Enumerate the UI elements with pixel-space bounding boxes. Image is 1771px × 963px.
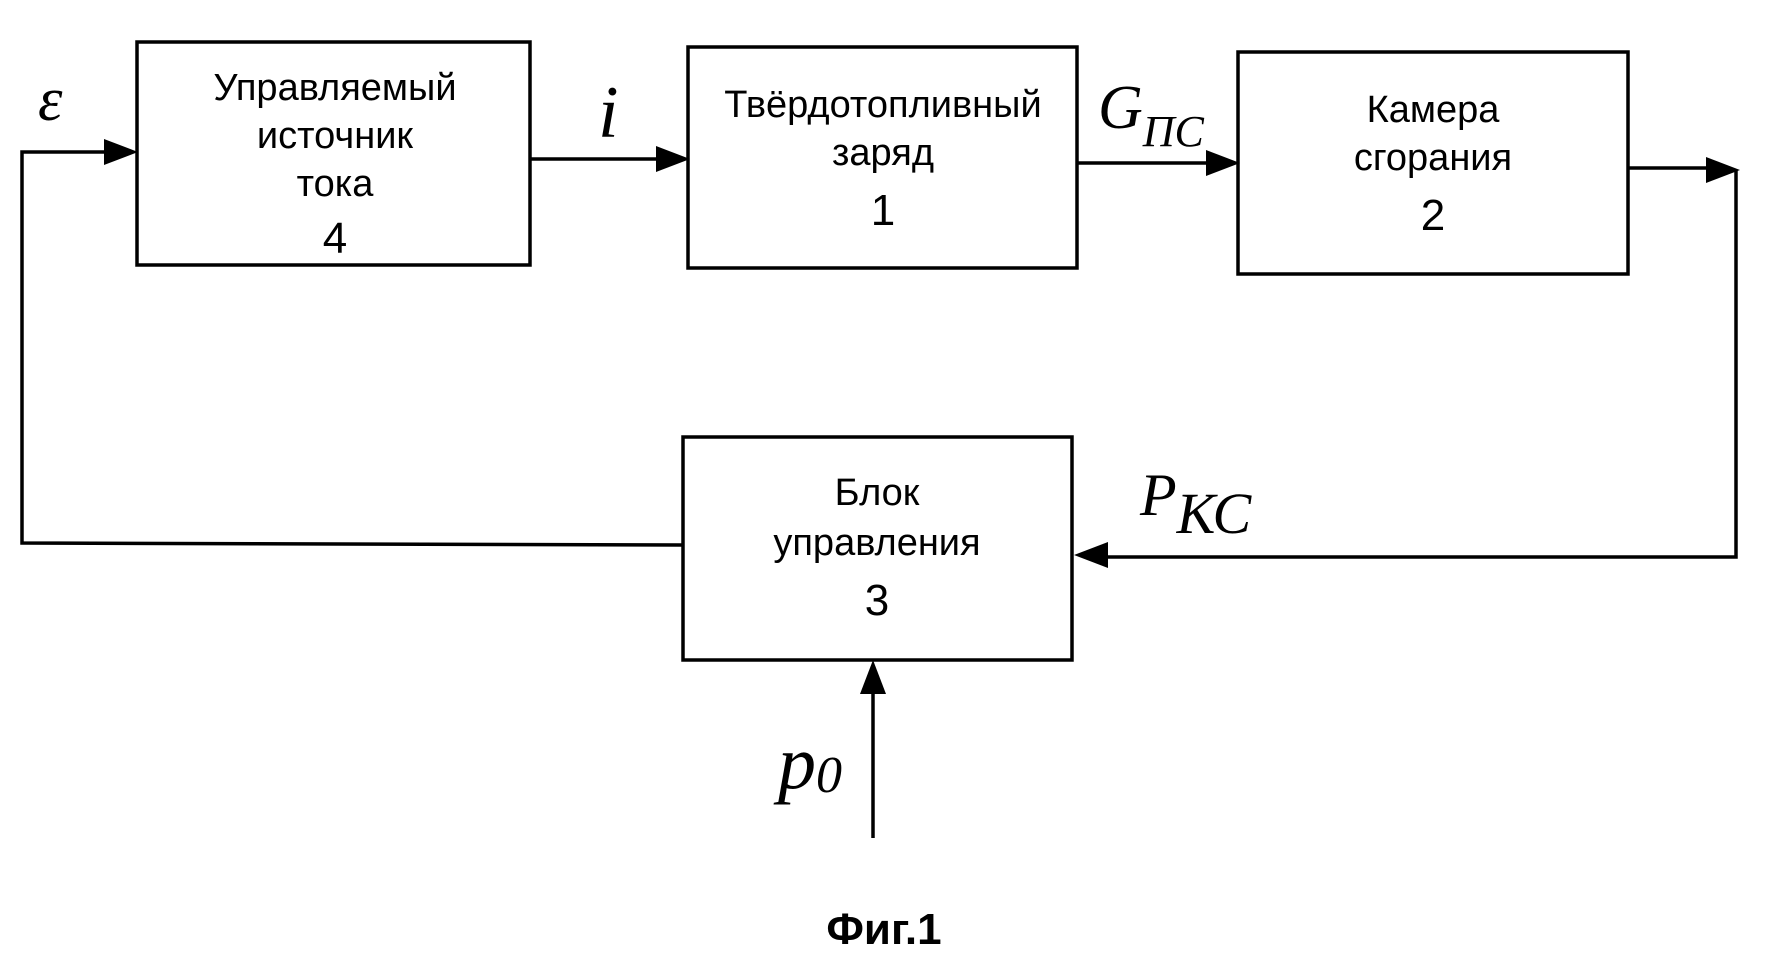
- block-combustion-chamber-number: 2: [1421, 191, 1445, 240]
- arrowhead-setpoint: [860, 660, 886, 694]
- block-control-unit-label-2: управления: [773, 522, 980, 564]
- block-control-unit-number: 3: [865, 576, 889, 625]
- signal-setpoint-main: p: [773, 721, 816, 805]
- block-solid-fuel-charge-label-1: Твёрдотопливный: [724, 84, 1041, 126]
- block-combustion-chamber-label-2: сгорания: [1354, 137, 1512, 179]
- signal-current-label: i: [598, 72, 619, 154]
- signal-pressure-main: P: [1139, 462, 1177, 528]
- block-solid-fuel-charge-number: 1: [871, 186, 895, 235]
- block-solid-fuel-charge-label-2: заряд: [832, 132, 934, 174]
- block-current-source-label-3: тока: [297, 163, 375, 205]
- signal-gas-flow-main: G: [1098, 74, 1143, 142]
- arrowhead-control-signal: [104, 139, 138, 165]
- block-combustion-chamber: Камера сгорания 2: [1238, 52, 1628, 274]
- arrowhead-pressure-feedback: [1074, 542, 1108, 568]
- signal-setpoint-subscript: 0: [816, 747, 842, 804]
- signal-gas-flow-subscript: ПС: [1142, 107, 1205, 156]
- arrowhead-gas-flow: [1206, 150, 1240, 176]
- block-combustion-chamber-label-1: Камера: [1367, 89, 1501, 131]
- connector-setpoint: [860, 660, 886, 838]
- block-control-unit: Блок управления 3: [683, 437, 1072, 660]
- block-current-source-number: 4: [323, 214, 347, 263]
- signal-pressure-subscript: КС: [1176, 481, 1253, 546]
- block-solid-fuel-charge: Твёрдотопливный заряд 1: [688, 47, 1077, 268]
- figure-caption: Фиг.1: [826, 905, 941, 954]
- signal-setpoint-label: p0: [773, 721, 842, 805]
- signal-epsilon-label: ε: [38, 66, 63, 134]
- block-current-source-label-1: Управляемый: [213, 67, 456, 109]
- signal-pressure-label: PКС: [1139, 462, 1252, 546]
- arrowhead-current: [656, 146, 690, 172]
- block-current-source: Управляемый источник тока 4: [137, 42, 530, 265]
- block-control-unit-label-1: Блок: [835, 472, 920, 514]
- block-current-source-label-2: источник: [257, 115, 414, 157]
- signal-gas-flow-label: GПС: [1098, 74, 1205, 156]
